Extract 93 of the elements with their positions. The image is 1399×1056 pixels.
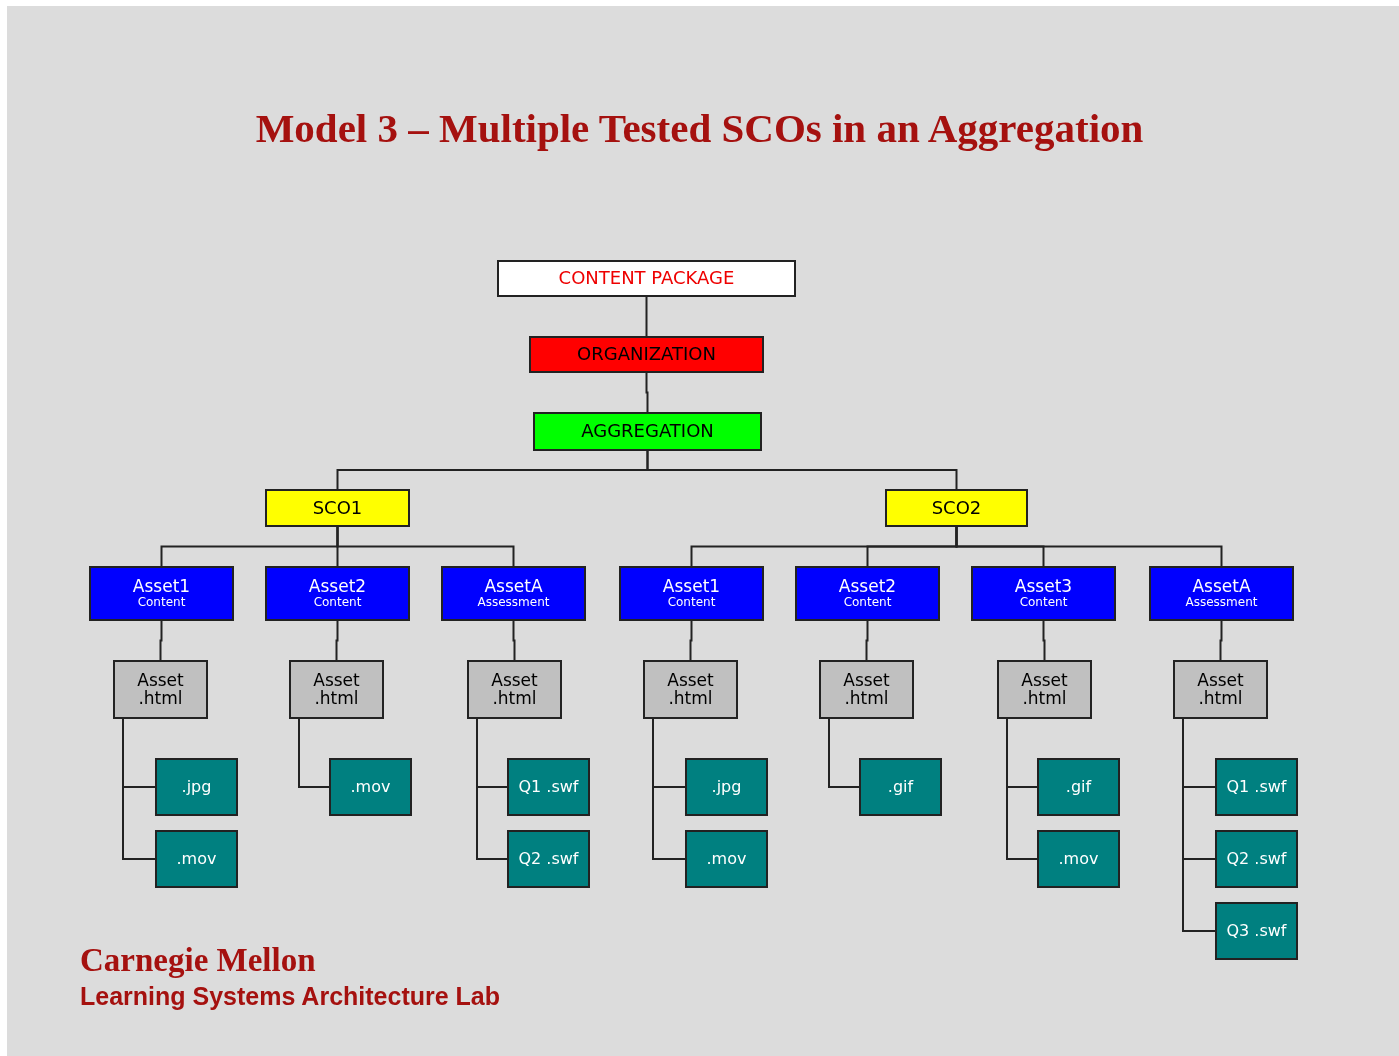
- node-label: Asset .html: [1020, 671, 1069, 708]
- media-file-box: [1037, 830, 1120, 888]
- html-file-box: [289, 660, 384, 719]
- lab-name: Learning Systems Architecture Lab: [80, 982, 501, 1011]
- node-label: Asset1: [662, 578, 721, 597]
- node-label: .mov: [705, 850, 748, 868]
- asset-box: [265, 566, 410, 621]
- media-file-box: [507, 758, 590, 816]
- connector-line: [689, 620, 693, 661]
- node-label: Content: [843, 596, 892, 609]
- node-label: Q3 .swf: [1226, 922, 1287, 940]
- html-file-box: [997, 660, 1092, 719]
- node-label: Asset .html: [842, 671, 891, 708]
- connector-line: [828, 718, 860, 788]
- institution-name: Carnegie Mellon: [80, 942, 316, 979]
- connector-line: [336, 526, 515, 567]
- node-label: Asset .html: [136, 671, 185, 708]
- node-label: Asset2: [308, 578, 367, 597]
- connector-line: [512, 620, 516, 661]
- connector-line: [1042, 620, 1046, 661]
- media-file-box: [507, 830, 590, 888]
- node-label: Asset .html: [666, 671, 715, 708]
- asset-box: [619, 566, 764, 621]
- connector-line: [1006, 718, 1038, 860]
- html-file-box: [819, 660, 914, 719]
- media-file-box: [1215, 758, 1298, 816]
- asset-box: [795, 566, 940, 621]
- package-box: [497, 260, 796, 297]
- asset-box: [441, 566, 586, 621]
- node-label: .gif: [886, 778, 915, 796]
- connector-line: [335, 620, 339, 661]
- connector-line: [1182, 718, 1216, 932]
- node-label: Asset1: [132, 578, 191, 597]
- node-label: Content: [1019, 596, 1068, 609]
- media-file-box: [685, 830, 768, 888]
- sco-box: [265, 489, 410, 527]
- asset-box: [89, 566, 234, 621]
- media-file-box: [1215, 830, 1298, 888]
- node-label: SCO1: [312, 498, 363, 518]
- node-label: AGGREGATION: [581, 422, 714, 441]
- node-label: SCO2: [931, 498, 982, 518]
- connector-line: [652, 718, 686, 860]
- connector-line: [476, 718, 508, 860]
- node-label: .mov: [175, 850, 218, 868]
- connector-line: [865, 620, 869, 661]
- slide-title: Model 3 – Multiple Tested SCOs in an Aggregation: [254, 104, 1145, 152]
- media-file-box: [155, 830, 238, 888]
- connector-line: [1219, 620, 1223, 661]
- connector-line: [645, 296, 648, 337]
- organization-box: [529, 336, 764, 373]
- node-label: ORGANIZATION: [577, 345, 716, 364]
- connector-line: [645, 372, 649, 413]
- connector-line: [122, 718, 156, 860]
- node-label: .jpg: [180, 778, 213, 796]
- node-label: Asset .html: [312, 671, 361, 708]
- html-file-box: [1173, 660, 1268, 719]
- sco-box: [885, 489, 1028, 527]
- node-label: Content: [667, 596, 716, 609]
- node-label: Asset .html: [1196, 671, 1245, 708]
- node-label: CONTENT PACKAGE: [558, 269, 735, 288]
- node-label: .jpg: [710, 778, 743, 796]
- node-label: Asset .html: [490, 671, 539, 708]
- media-file-box: [155, 758, 238, 816]
- connector-line: [298, 718, 330, 788]
- connector-line: [646, 450, 958, 490]
- html-file-box: [643, 660, 738, 719]
- node-label: Assessment: [477, 596, 550, 609]
- node-label: AssetA: [1192, 578, 1251, 597]
- node-label: Content: [313, 596, 362, 609]
- node-label: .mov: [349, 778, 392, 796]
- node-label: Q2 .swf: [518, 850, 579, 868]
- media-file-box: [685, 758, 768, 816]
- node-label: .gif: [1064, 778, 1093, 796]
- node-label: Q2 .swf: [1226, 850, 1287, 868]
- node-label: Asset3: [1014, 578, 1073, 597]
- node-label: AssetA: [484, 578, 543, 597]
- html-file-box: [113, 660, 208, 719]
- media-file-box: [859, 758, 942, 816]
- media-file-box: [1037, 758, 1120, 816]
- node-label: Q1 .swf: [518, 778, 579, 796]
- node-label: .mov: [1057, 850, 1100, 868]
- aggregation-box: [533, 412, 762, 451]
- node-label: Assessment: [1185, 596, 1258, 609]
- media-file-box: [329, 758, 412, 816]
- connector-line: [159, 620, 163, 661]
- media-file-box: [1215, 902, 1298, 960]
- node-label: Content: [137, 596, 186, 609]
- node-label: Asset2: [838, 578, 897, 597]
- connector-line: [955, 526, 1223, 567]
- node-label: Q1 .swf: [1226, 778, 1287, 796]
- asset-box: [971, 566, 1116, 621]
- asset-box: [1149, 566, 1294, 621]
- html-file-box: [467, 660, 562, 719]
